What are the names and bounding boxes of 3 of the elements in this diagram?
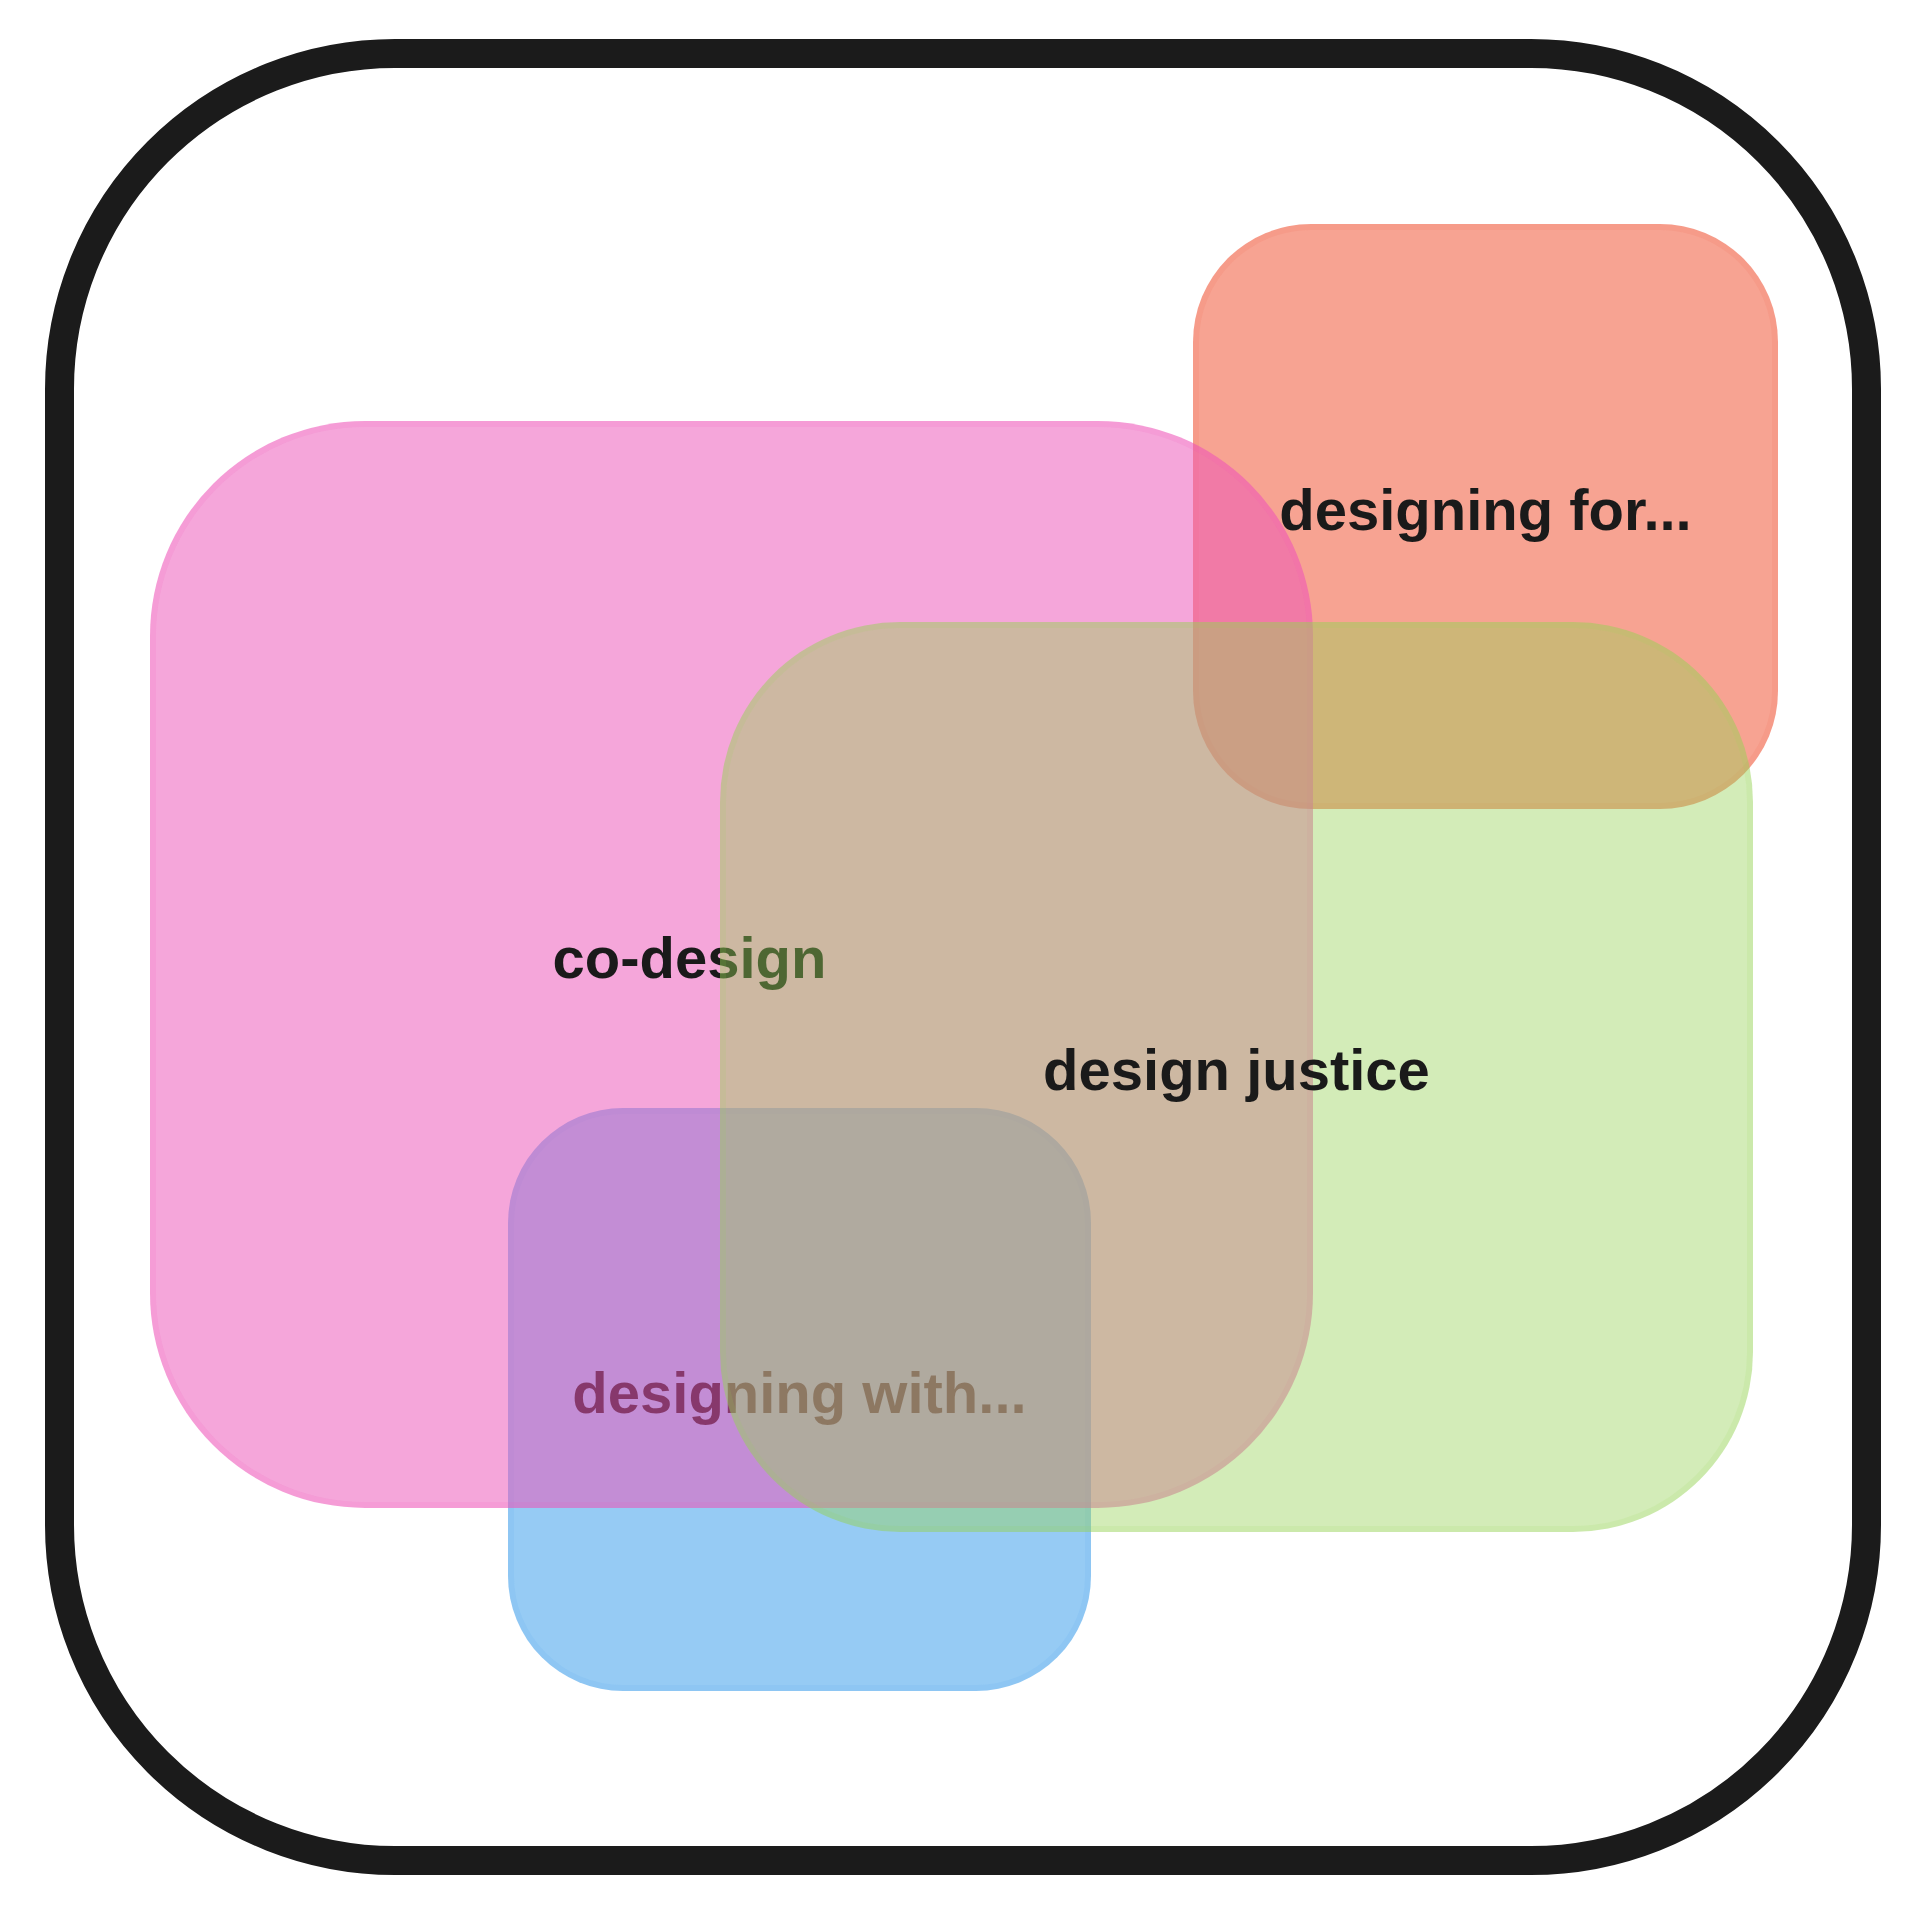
set-label: design justice [1043, 1036, 1430, 1105]
set-label: designing for... [1279, 475, 1692, 544]
set-label: co-design [552, 923, 827, 992]
